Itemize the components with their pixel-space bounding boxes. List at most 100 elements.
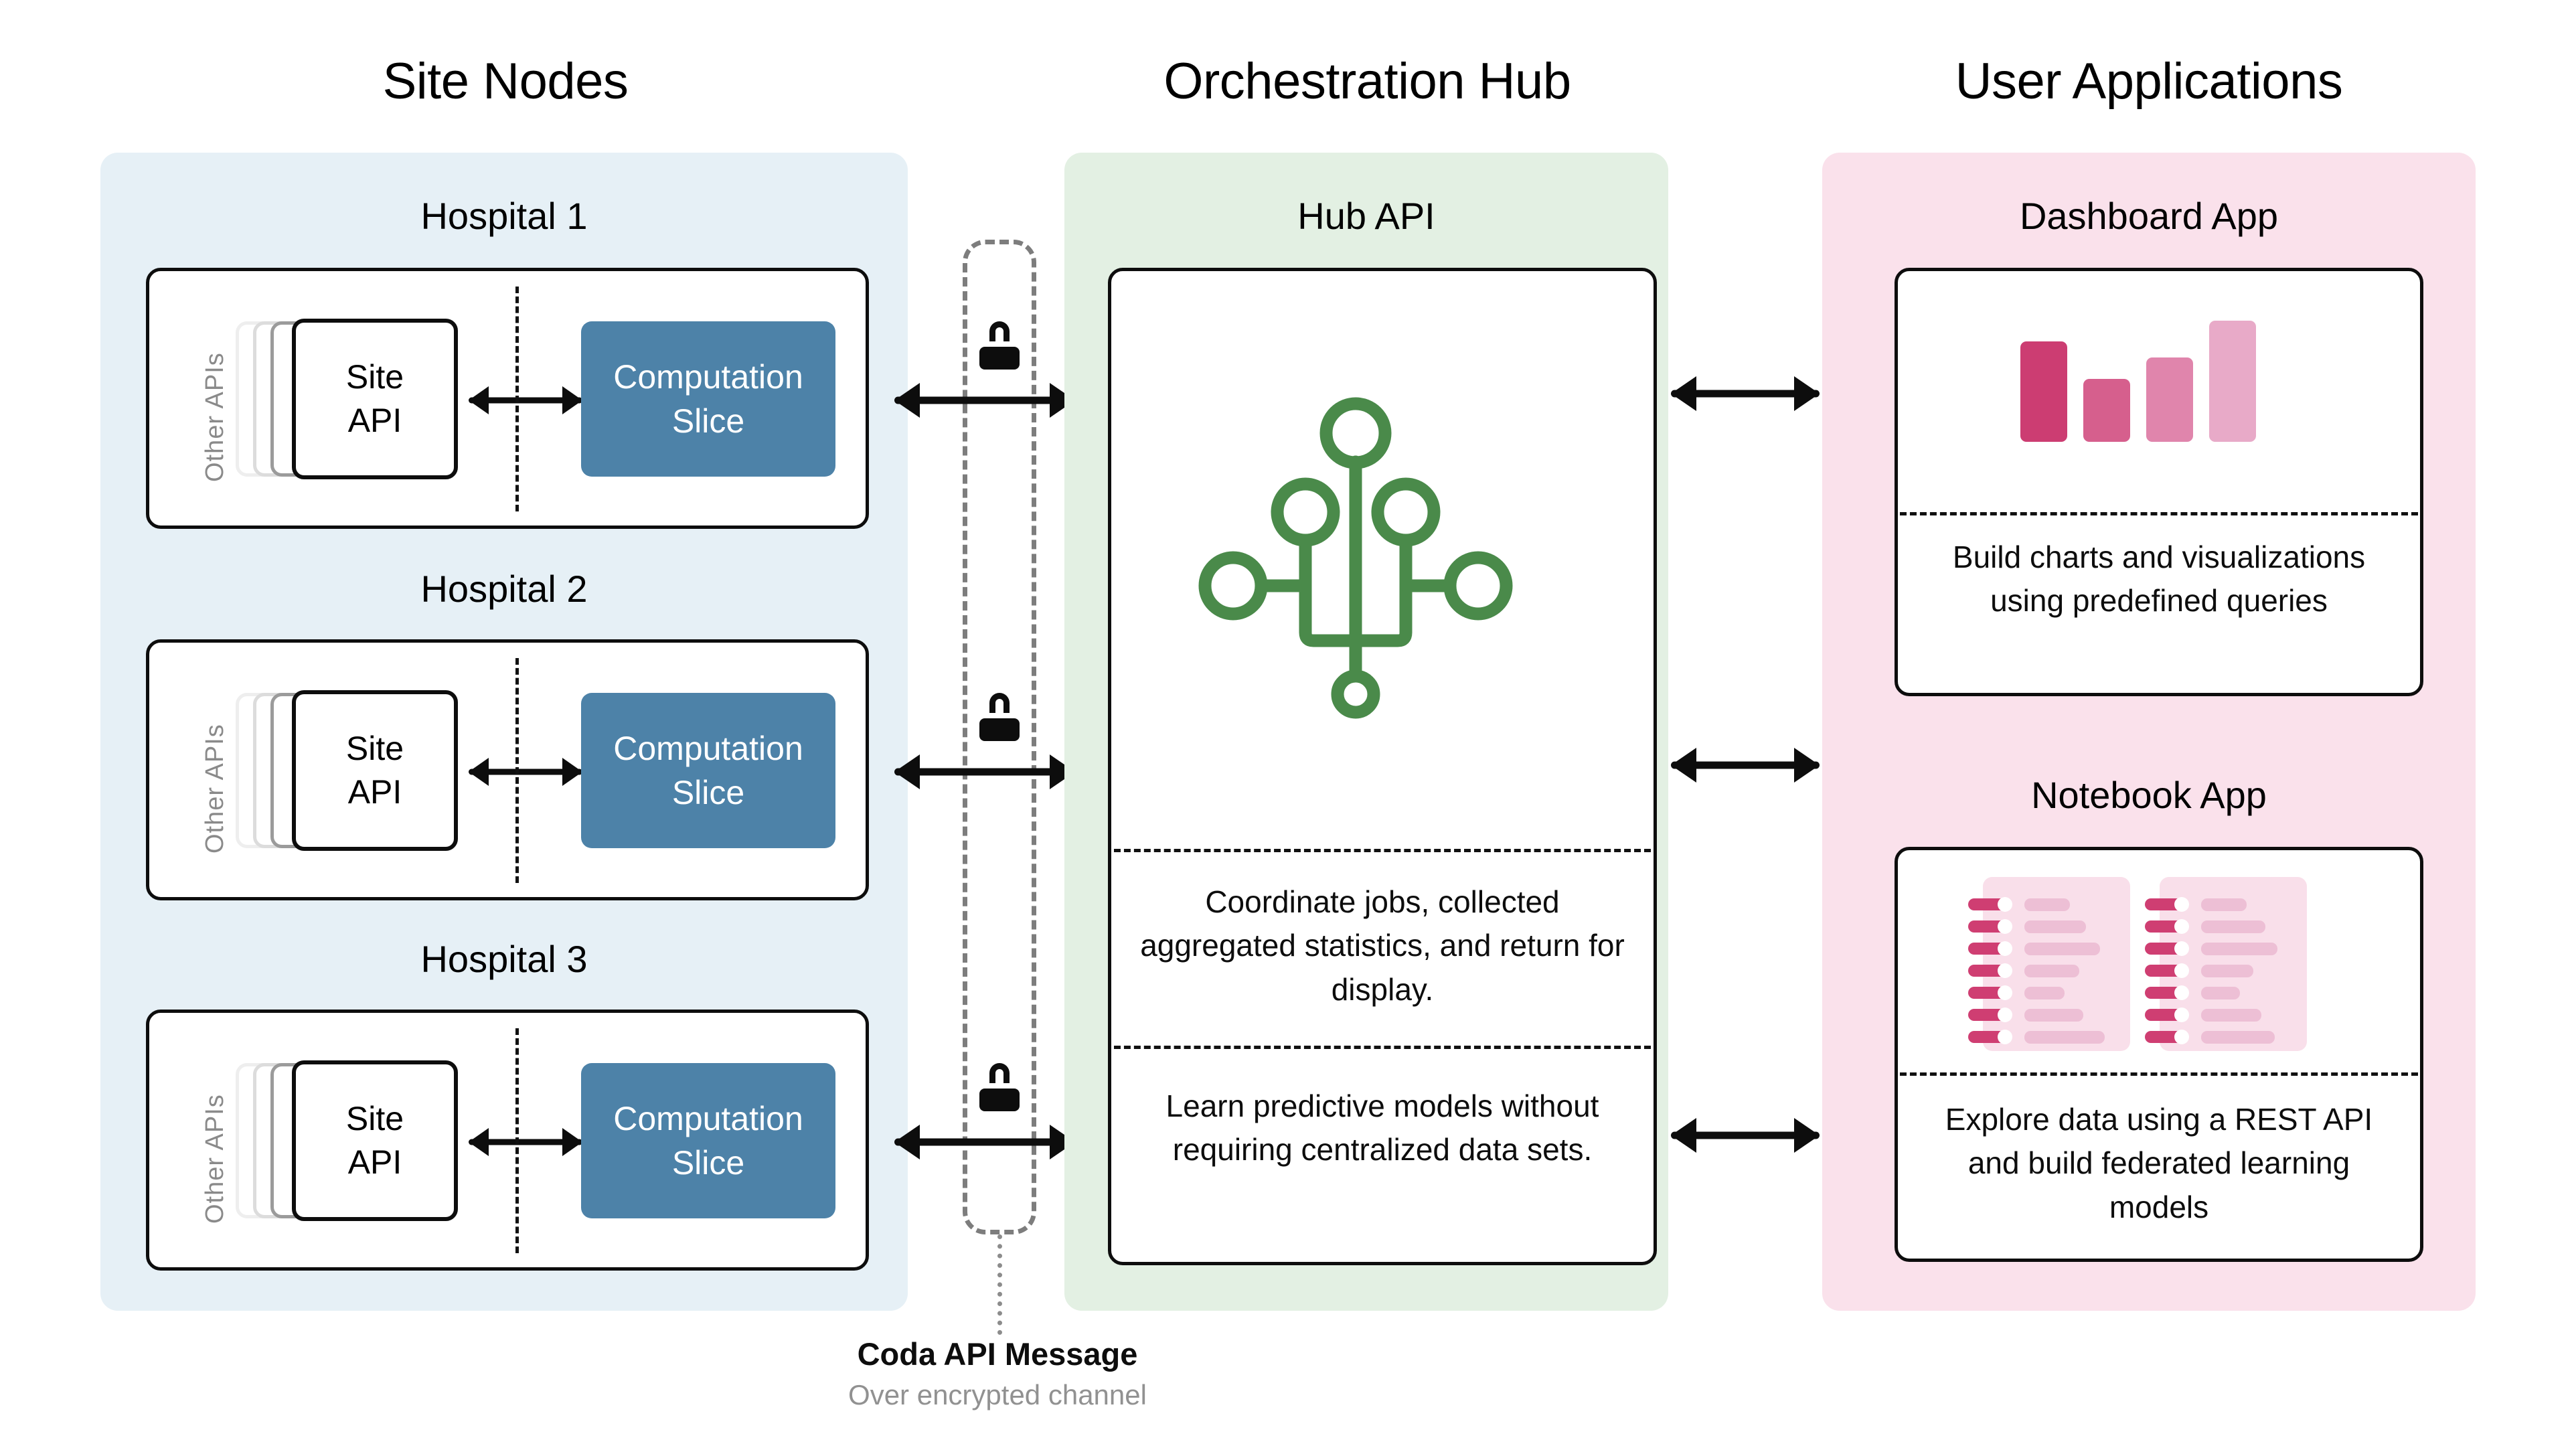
notebook-tab bbox=[1968, 1009, 2006, 1021]
arrow-hub-to-notebook-app bbox=[1671, 1117, 1820, 1154]
notebook-tab bbox=[1968, 943, 2006, 955]
hub-description-2: Learn predictive models without requirin… bbox=[1165, 1089, 1599, 1167]
notebook-tab bbox=[1968, 898, 2006, 910]
column-heading-user-applications: User Applications bbox=[1955, 53, 2343, 110]
notebook-page bbox=[1968, 877, 2130, 1051]
channel-label-primary: Coda API Message bbox=[857, 1336, 1138, 1372]
arrow-shaft bbox=[894, 1138, 1075, 1146]
notebook-hole bbox=[2174, 1030, 2189, 1044]
arrow-head-right bbox=[1794, 748, 1820, 783]
arrow-site3-to-hub bbox=[894, 1123, 1075, 1161]
notebook-tab bbox=[1968, 1031, 2006, 1043]
notebook-line bbox=[2201, 987, 2240, 999]
notebook-line bbox=[2201, 898, 2247, 911]
hospital-3-site-api-card[interactable]: Site API bbox=[292, 1060, 458, 1221]
notebook-line bbox=[2201, 965, 2253, 977]
hospital-3-computation-slice[interactable]: Computation Slice bbox=[581, 1063, 835, 1218]
arrow-shaft bbox=[1671, 761, 1820, 769]
notebook-hole bbox=[2174, 963, 2189, 978]
hospital-2-title: Hospital 2 bbox=[420, 568, 588, 610]
arrow-shaft bbox=[469, 769, 582, 775]
notebook-app-separator bbox=[1900, 1072, 2418, 1076]
arrow-head-right bbox=[562, 758, 582, 786]
notebook-line bbox=[2201, 920, 2265, 933]
encrypted-channel-leader-line bbox=[997, 1234, 1002, 1335]
arrow-head-left bbox=[894, 754, 920, 789]
hospital-2-computation-slice[interactable]: Computation Slice bbox=[581, 693, 835, 848]
notebook-tab bbox=[2145, 987, 2182, 999]
notebook-line bbox=[2024, 1009, 2083, 1022]
hospital-2-site-api-line2: API bbox=[347, 773, 402, 811]
channel-label: Coda API Message Over encrypted channel bbox=[700, 1336, 1295, 1411]
chart-bar bbox=[2209, 321, 2256, 442]
notebook-hole bbox=[2174, 919, 2189, 934]
notebook-hole bbox=[1998, 985, 2012, 1000]
notebook-tab bbox=[2145, 1031, 2182, 1043]
notebook-hole bbox=[1998, 963, 2012, 978]
arrow-head-left bbox=[1671, 376, 1696, 411]
hospital-3-slice-line1: Computation bbox=[613, 1100, 803, 1137]
chart-bar bbox=[2083, 379, 2130, 442]
notebook-tab bbox=[2145, 898, 2182, 910]
notebook-tab bbox=[1968, 965, 2006, 977]
arrow-head-left bbox=[469, 758, 489, 786]
hospital-3-slice-line2: Slice bbox=[671, 1144, 745, 1182]
notebook-tab bbox=[2145, 920, 2182, 933]
notebook-icon bbox=[1961, 877, 2363, 1051]
arrow-head-right bbox=[562, 386, 582, 414]
notebook-page bbox=[2145, 877, 2307, 1051]
notebook-hole bbox=[2174, 985, 2189, 1000]
notebook-app-description: Explore data using a REST API and build … bbox=[1945, 1102, 2373, 1224]
notebook-app-card[interactable] bbox=[1895, 847, 2423, 1262]
hospital-1-site-api-line2: API bbox=[347, 402, 402, 439]
hospital-2-slice-line2: Slice bbox=[671, 774, 745, 811]
lock-body bbox=[979, 718, 1020, 741]
notebook-tab bbox=[1968, 987, 2006, 999]
lock-body bbox=[979, 1089, 1020, 1111]
hospital-2-slice-line1: Computation bbox=[613, 730, 803, 767]
notebook-tab bbox=[2145, 1009, 2182, 1021]
dashboard-app-title: Dashboard App bbox=[2019, 195, 2279, 237]
lock-icon bbox=[979, 693, 1020, 741]
hub-separator-bottom bbox=[1114, 1046, 1651, 1049]
chart-bar bbox=[2146, 357, 2193, 442]
hub-api-title: Hub API bbox=[1297, 195, 1435, 237]
network-topology-icon bbox=[1178, 392, 1526, 726]
lock-body bbox=[979, 347, 1020, 370]
dashboard-app-card[interactable] bbox=[1895, 268, 2423, 696]
hospital-1-title: Hospital 1 bbox=[420, 195, 588, 237]
hospital-1-computation-slice[interactable]: Computation Slice bbox=[581, 321, 835, 477]
arrow-shaft bbox=[469, 397, 582, 404]
chart-bar bbox=[2020, 341, 2067, 442]
arrow-head-right bbox=[562, 1128, 582, 1156]
channel-label-secondary: Over encrypted channel bbox=[848, 1379, 1147, 1411]
notebook-hole bbox=[1998, 941, 2012, 956]
hospital-3-boundary-divider bbox=[515, 1028, 519, 1253]
lock-icon bbox=[979, 1063, 1020, 1111]
notebook-line bbox=[2024, 898, 2070, 911]
arrow-head-right bbox=[1794, 376, 1820, 411]
hub-description-1: Coordinate jobs, collected aggregated st… bbox=[1140, 884, 1625, 1007]
hospital-2-site-api-line1: Site bbox=[345, 730, 404, 767]
lock-shackle bbox=[989, 321, 1010, 341]
hospital-3-site-api-line2: API bbox=[347, 1143, 402, 1181]
notebook-hole bbox=[1998, 1008, 2012, 1022]
arrow-shaft bbox=[1671, 1131, 1820, 1139]
lock-icon bbox=[979, 321, 1020, 370]
notebook-tab bbox=[2145, 943, 2182, 955]
encrypted-channel bbox=[963, 240, 1036, 1234]
notebook-line bbox=[2024, 1031, 2105, 1044]
arrow-shaft bbox=[894, 768, 1075, 776]
hospital-1-internal-arrow bbox=[469, 385, 582, 416]
notebook-line bbox=[2024, 965, 2079, 977]
notebook-line bbox=[2024, 987, 2065, 999]
hospital-1-slice-line1: Computation bbox=[613, 358, 803, 396]
dashboard-app-description: Build charts and visualizations using pr… bbox=[1952, 540, 2366, 619]
arrow-head-left bbox=[469, 1128, 489, 1156]
bar-chart-icon bbox=[2020, 295, 2256, 442]
hospital-1-site-api-card[interactable]: Site API bbox=[292, 319, 458, 479]
hospital-2-internal-arrow bbox=[469, 756, 582, 787]
notebook-hole bbox=[1998, 1030, 2012, 1044]
hospital-2-site-api-card[interactable]: Site API bbox=[292, 690, 458, 851]
